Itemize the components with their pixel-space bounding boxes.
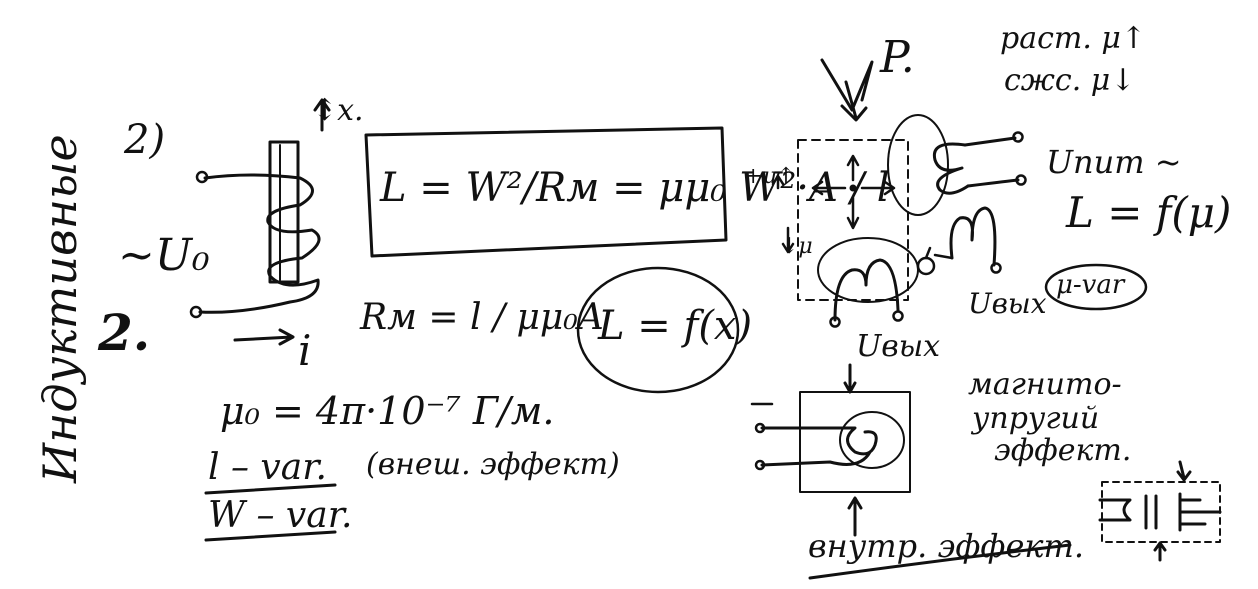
formula-box — [364, 126, 728, 258]
u-out-bottom-label: Uвых — [856, 329, 941, 364]
pressure-label: P. — [880, 32, 915, 83]
magnetoelastic-line-2: упругий — [972, 401, 1100, 436]
lower-sensor-sketch — [750, 363, 1222, 580]
current-label: i — [298, 326, 312, 375]
vertical-heading: Индуктивные — [33, 134, 87, 483]
mu-var-label: μ-var — [1056, 270, 1125, 300]
minus-mu-label: ↓μ — [780, 234, 813, 259]
internal-effect-label: внутр. эффект. — [808, 527, 1085, 565]
inductance-function-x: L = f(x) — [598, 303, 753, 349]
item-label: 2) — [124, 117, 166, 163]
mu0-value: μ₀ = 4π·10⁻⁷ Г/м. — [220, 389, 555, 433]
u-supply-label: Uпит ~ — [1046, 143, 1182, 181]
magnetoelastic-line-3: эффект. — [994, 433, 1132, 468]
item-number: 2. — [98, 303, 151, 362]
compress-note: сжс. μ↓ — [1004, 63, 1136, 98]
displacement-label: ↕x. — [312, 93, 364, 128]
plus-mu-label: +μ↑ — [744, 164, 796, 189]
u-out-right-label: Uвых — [968, 287, 1047, 320]
external-effect: (внеш. эффект) — [366, 447, 620, 482]
stretch-note: раст. μ↑ — [1000, 21, 1147, 56]
reluctance-formula: Rм = l / μμ₀A — [360, 297, 604, 338]
circle-l-fx — [576, 266, 740, 394]
inductance-function-mu: L = f(μ) — [1066, 188, 1232, 237]
coil-sketch — [189, 98, 331, 346]
w-var: W – var. — [208, 495, 353, 536]
sensor-sketch — [771, 58, 1148, 328]
source-label: ~U₀ — [118, 230, 210, 281]
l-var: l – var. — [208, 447, 327, 488]
inductance-formula: L = W²/Rм = μμ₀ W²·A / l — [380, 165, 890, 211]
magnetoelastic-line-1: магнито- — [968, 367, 1122, 402]
